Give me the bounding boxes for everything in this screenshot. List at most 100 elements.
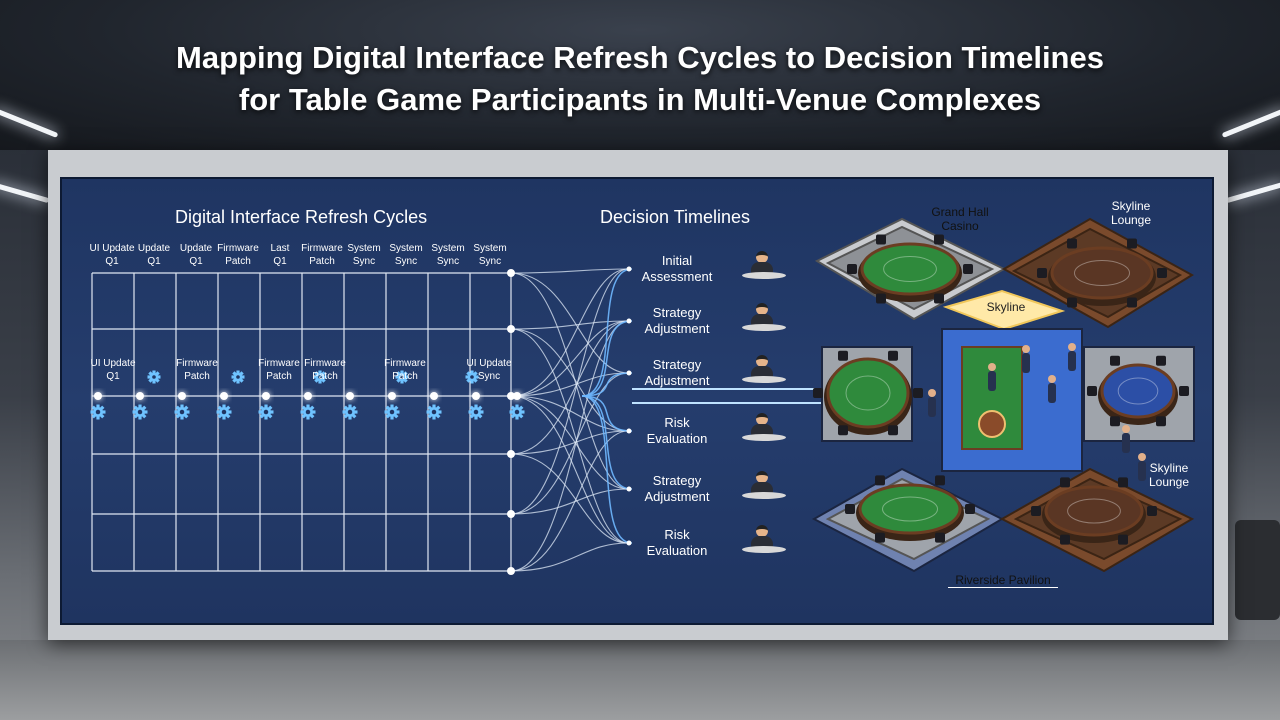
timeline-node [507,567,515,575]
grand-hall-line1: Grand Hall [931,205,989,219]
glow-curve [581,320,633,397]
player-icon [1068,343,1076,371]
timeline-node [507,325,515,333]
gear-icon [313,370,327,384]
player-icon [1022,345,1030,373]
chair-right [1235,520,1280,620]
player-icon [988,363,996,391]
connection-curve [510,320,629,397]
decision-node [626,370,632,376]
gear-icon [231,370,245,384]
glow-curve [581,268,633,397]
timeline-nodes [94,266,632,575]
gear-icon [468,404,484,420]
player-icon [742,525,786,555]
timeline-node [178,392,186,400]
decision-node [626,266,632,272]
gear-icon [174,404,190,420]
connection-curve [510,320,629,330]
card-table-icon [1087,355,1189,427]
connection-curve [510,268,629,397]
connection-curve [510,453,629,544]
page-title-line-2: for Table Game Participants in Multi-Ven… [238,82,1042,117]
grand-hall-line2: Casino [941,219,979,233]
player-icon [928,389,936,417]
connection-curve [510,320,629,455]
timeline-node [472,392,480,400]
player-icon [1122,425,1130,453]
gear-icon [300,404,316,420]
gear-icon [132,404,148,420]
timeline-node [507,510,515,518]
venue-label-grand-hall: Grand Hall Casino [920,205,1000,233]
venue-map [811,217,1195,573]
gear-icon [426,404,442,420]
decision-node [626,540,632,546]
skyline-bottom-line2: Lounge [1148,475,1190,489]
card-table-icon [1031,477,1157,545]
venue-label-riverside: Riverside Pavilion [948,573,1058,588]
timeline-node [430,392,438,400]
ceiling-light-left-2 [0,181,50,204]
card-table-icon [847,234,973,304]
timeline-node [346,392,354,400]
gear-icon [509,404,525,420]
diagram-canvas [90,266,832,575]
connection-curve [510,430,629,572]
skyline-top-line2: Lounge [1110,213,1152,227]
venue-label-skyline-center: Skyline [986,300,1026,314]
venue-label-skyline-bottom: Skyline Lounge [1134,461,1204,489]
timeline-node [507,450,515,458]
connection-curve [510,320,629,572]
gear-icon [258,404,274,420]
timeline-node [507,269,515,277]
ceiling-light-right-2 [1225,181,1280,204]
timeline-node [220,392,228,400]
display-screen: Digital Interface Refresh Cycles Decisio… [60,177,1214,625]
page-title-line-1: Mapping Digital Interface Refresh Cycles… [176,40,1104,75]
timeline-node [94,392,102,400]
connection-curve [510,542,629,572]
floor [0,640,1280,720]
connection-curve [510,268,629,515]
venue-highlight-skyline [942,289,1066,331]
timeline-node [304,392,312,400]
ceiling [0,0,1280,150]
venue-label-skyline-top: Skyline Lounge [1096,199,1166,227]
timeline-node [388,392,396,400]
player-icon [742,355,786,385]
card-table-icon [1037,238,1167,308]
player-icon [1138,453,1146,481]
timeline-node [513,392,521,400]
card-table-icon [845,475,975,543]
connection-curve [510,268,629,274]
gear-icons [90,370,525,420]
refresh-cycles-heading: Digital Interface Refresh Cycles [175,207,428,227]
player-icon [742,303,786,333]
decision-node [626,428,632,434]
skyline-top-line1: Skyline [1111,199,1151,213]
card-table-icon [813,350,923,436]
connection-curve [510,328,629,544]
roulette-wheel-icon [978,410,1006,438]
timeline-node [136,392,144,400]
player-icon [1048,375,1056,403]
timeline-node [262,392,270,400]
gear-icon [342,404,358,420]
decision-node [626,318,632,324]
